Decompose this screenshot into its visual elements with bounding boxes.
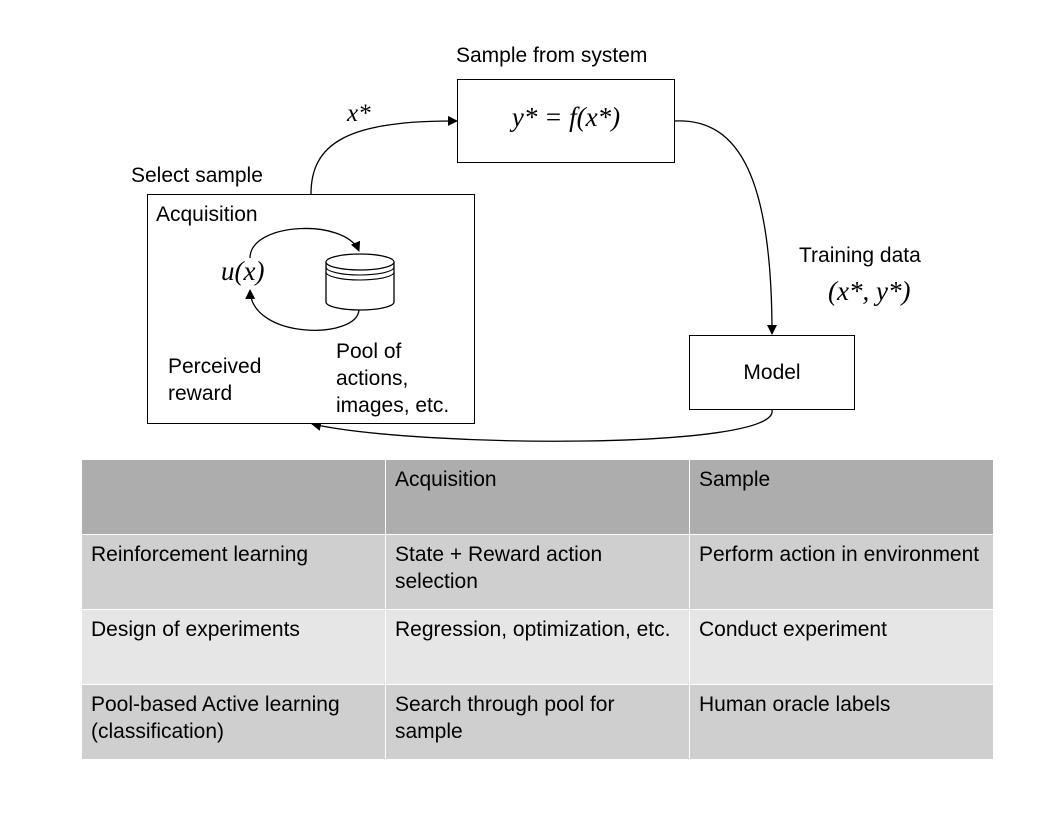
table-row: Reinforcement learning State + Reward ac… (81, 534, 994, 610)
utility-label: u(x) (221, 256, 265, 286)
table-header-cell: Sample (689, 459, 994, 535)
table-cell: Design of experiments (81, 609, 386, 685)
arrow-system-to-model (674, 120, 777, 335)
training-pair-label: (x*, y*) (828, 276, 911, 306)
select-sample-label: Select sample (131, 164, 263, 187)
arrow-utility-to-pool (249, 227, 361, 259)
table-row: Pool-based Active learning (classificati… (81, 684, 994, 760)
arrow-model-to-acquisition (311, 409, 773, 442)
database-icon (325, 253, 395, 311)
model-box: Model (689, 335, 855, 410)
table-cell: Search through pool for sample (385, 684, 690, 760)
system-box: y* = f(x*) (457, 79, 675, 163)
model-label: Model (743, 361, 801, 384)
table-header-cell: Acquisition (385, 459, 690, 535)
table-cell: State + Reward action selection (385, 534, 690, 610)
table-header-row: Acquisition Sample (81, 459, 994, 535)
training-data-label: Training data (799, 244, 921, 267)
table-row: Design of experiments Regression, optimi… (81, 609, 994, 685)
comparison-table: Acquisition Sample Reinforcement learnin… (81, 459, 994, 760)
table-cell: Pool-based Active learning (classificati… (81, 684, 386, 760)
table-cell: Perform action in environment (689, 534, 994, 610)
table-cell: Reinforcement learning (81, 534, 386, 610)
perceived-reward-label: Perceived reward (168, 355, 262, 405)
arrow-pool-to-utility (245, 289, 360, 331)
system-equation: y* = f(x*) (511, 102, 621, 132)
table-cell: Human oracle labels (689, 684, 994, 760)
sample-from-system-label: Sample from system (456, 44, 648, 67)
arrow-acquisition-to-system (310, 115, 458, 195)
acquisition-label: Acquisition (156, 203, 258, 226)
acquisition-box: Acquisition u(x) Perceived reward Pool o… (147, 194, 475, 424)
x-star-label: x* (347, 100, 371, 127)
table-header-cell (81, 459, 386, 535)
table-cell: Regression, optimization, etc. (385, 609, 690, 685)
pool-label: Pool of actions, images, etc. (336, 340, 450, 417)
table-cell: Conduct experiment (689, 609, 994, 685)
